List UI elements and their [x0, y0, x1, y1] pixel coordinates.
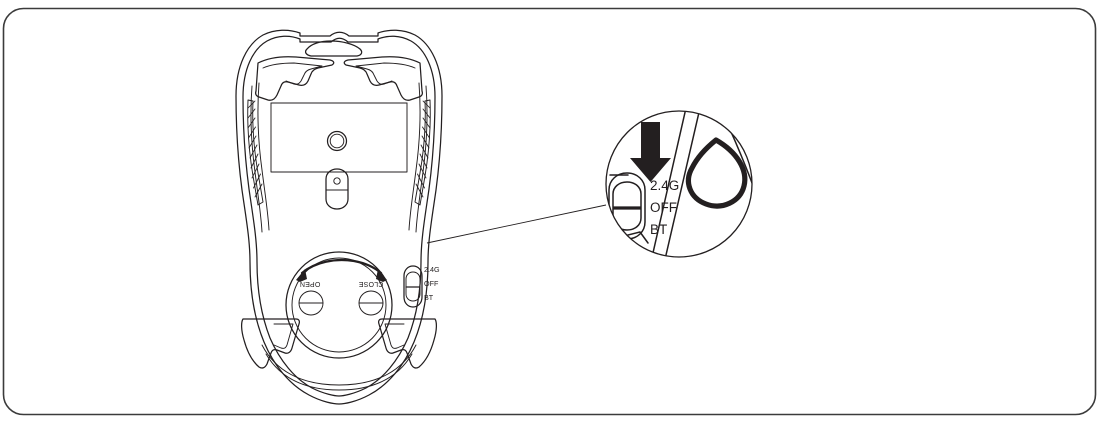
optical-sensor [326, 130, 348, 152]
callout-switch-option-24g-label: 2.4G [650, 178, 679, 193]
dial-close-label: CLOSE [359, 280, 384, 287]
bottom-skirt-curve-1 [261, 344, 417, 386]
callout-switch-option-bt-label: BT [650, 222, 667, 237]
glide-foot-bottom-right [378, 318, 437, 369]
mouse-bottom-view: OPEN CLOSE [235, 29, 443, 405]
switch-knob[interactable] [405, 271, 421, 302]
dial-arrow-head-left [296, 269, 307, 282]
bottom-skirt-curve-2 [265, 353, 413, 391]
left-side-wall-2 [257, 82, 270, 231]
top-center-notch [305, 40, 363, 57]
glide-foot-top-right-inner [355, 62, 416, 85]
magnified-switch-callout: 2.4G OFF BT [605, 110, 753, 258]
switch-option-24g-label: 2.4G [424, 265, 440, 274]
right-grip-hatching [414, 99, 431, 206]
glide-foot-bottom-right-inner [384, 323, 405, 349]
callout-thick-curve [685, 137, 748, 209]
dial-open-label: OPEN [300, 280, 321, 287]
connection-mode-switch-magnified[interactable]: 2.4G OFF BT [608, 172, 679, 240]
glide-foot-top-left-inner [262, 62, 323, 85]
mouse-outer-outline [235, 29, 443, 405]
dial-tab-left [298, 290, 324, 316]
down-arrow [630, 122, 671, 182]
diagram-border [2, 7, 1097, 416]
callout-body-edge-1 [649, 111, 687, 257]
left-grip-hatching [247, 99, 264, 206]
callout-leader-line [426, 204, 607, 244]
glide-foot-bottom-left-inner [273, 323, 294, 349]
glide-foot-top-right [343, 56, 423, 101]
dial-rotation-arrow [300, 258, 383, 275]
switch-option-off-label: OFF [424, 279, 439, 288]
connection-mode-switch[interactable]: 2.4G OFF BT [403, 265, 440, 308]
battery-cover-dial: OPEN CLOSE [285, 251, 393, 359]
callout-body-edge-2 [662, 111, 701, 257]
glide-foot-bottom-left [241, 318, 300, 369]
glide-foot-top-left [255, 56, 335, 101]
callout-switch-option-off-label: OFF [650, 200, 677, 215]
dial-arrow-head-right [376, 269, 387, 282]
callout-circle-outline [605, 110, 753, 258]
dpi-button [325, 168, 349, 210]
switch-option-bt-label: BT [424, 293, 434, 302]
right-side-wall-2 [408, 82, 421, 231]
dial-tab-right [358, 290, 384, 316]
